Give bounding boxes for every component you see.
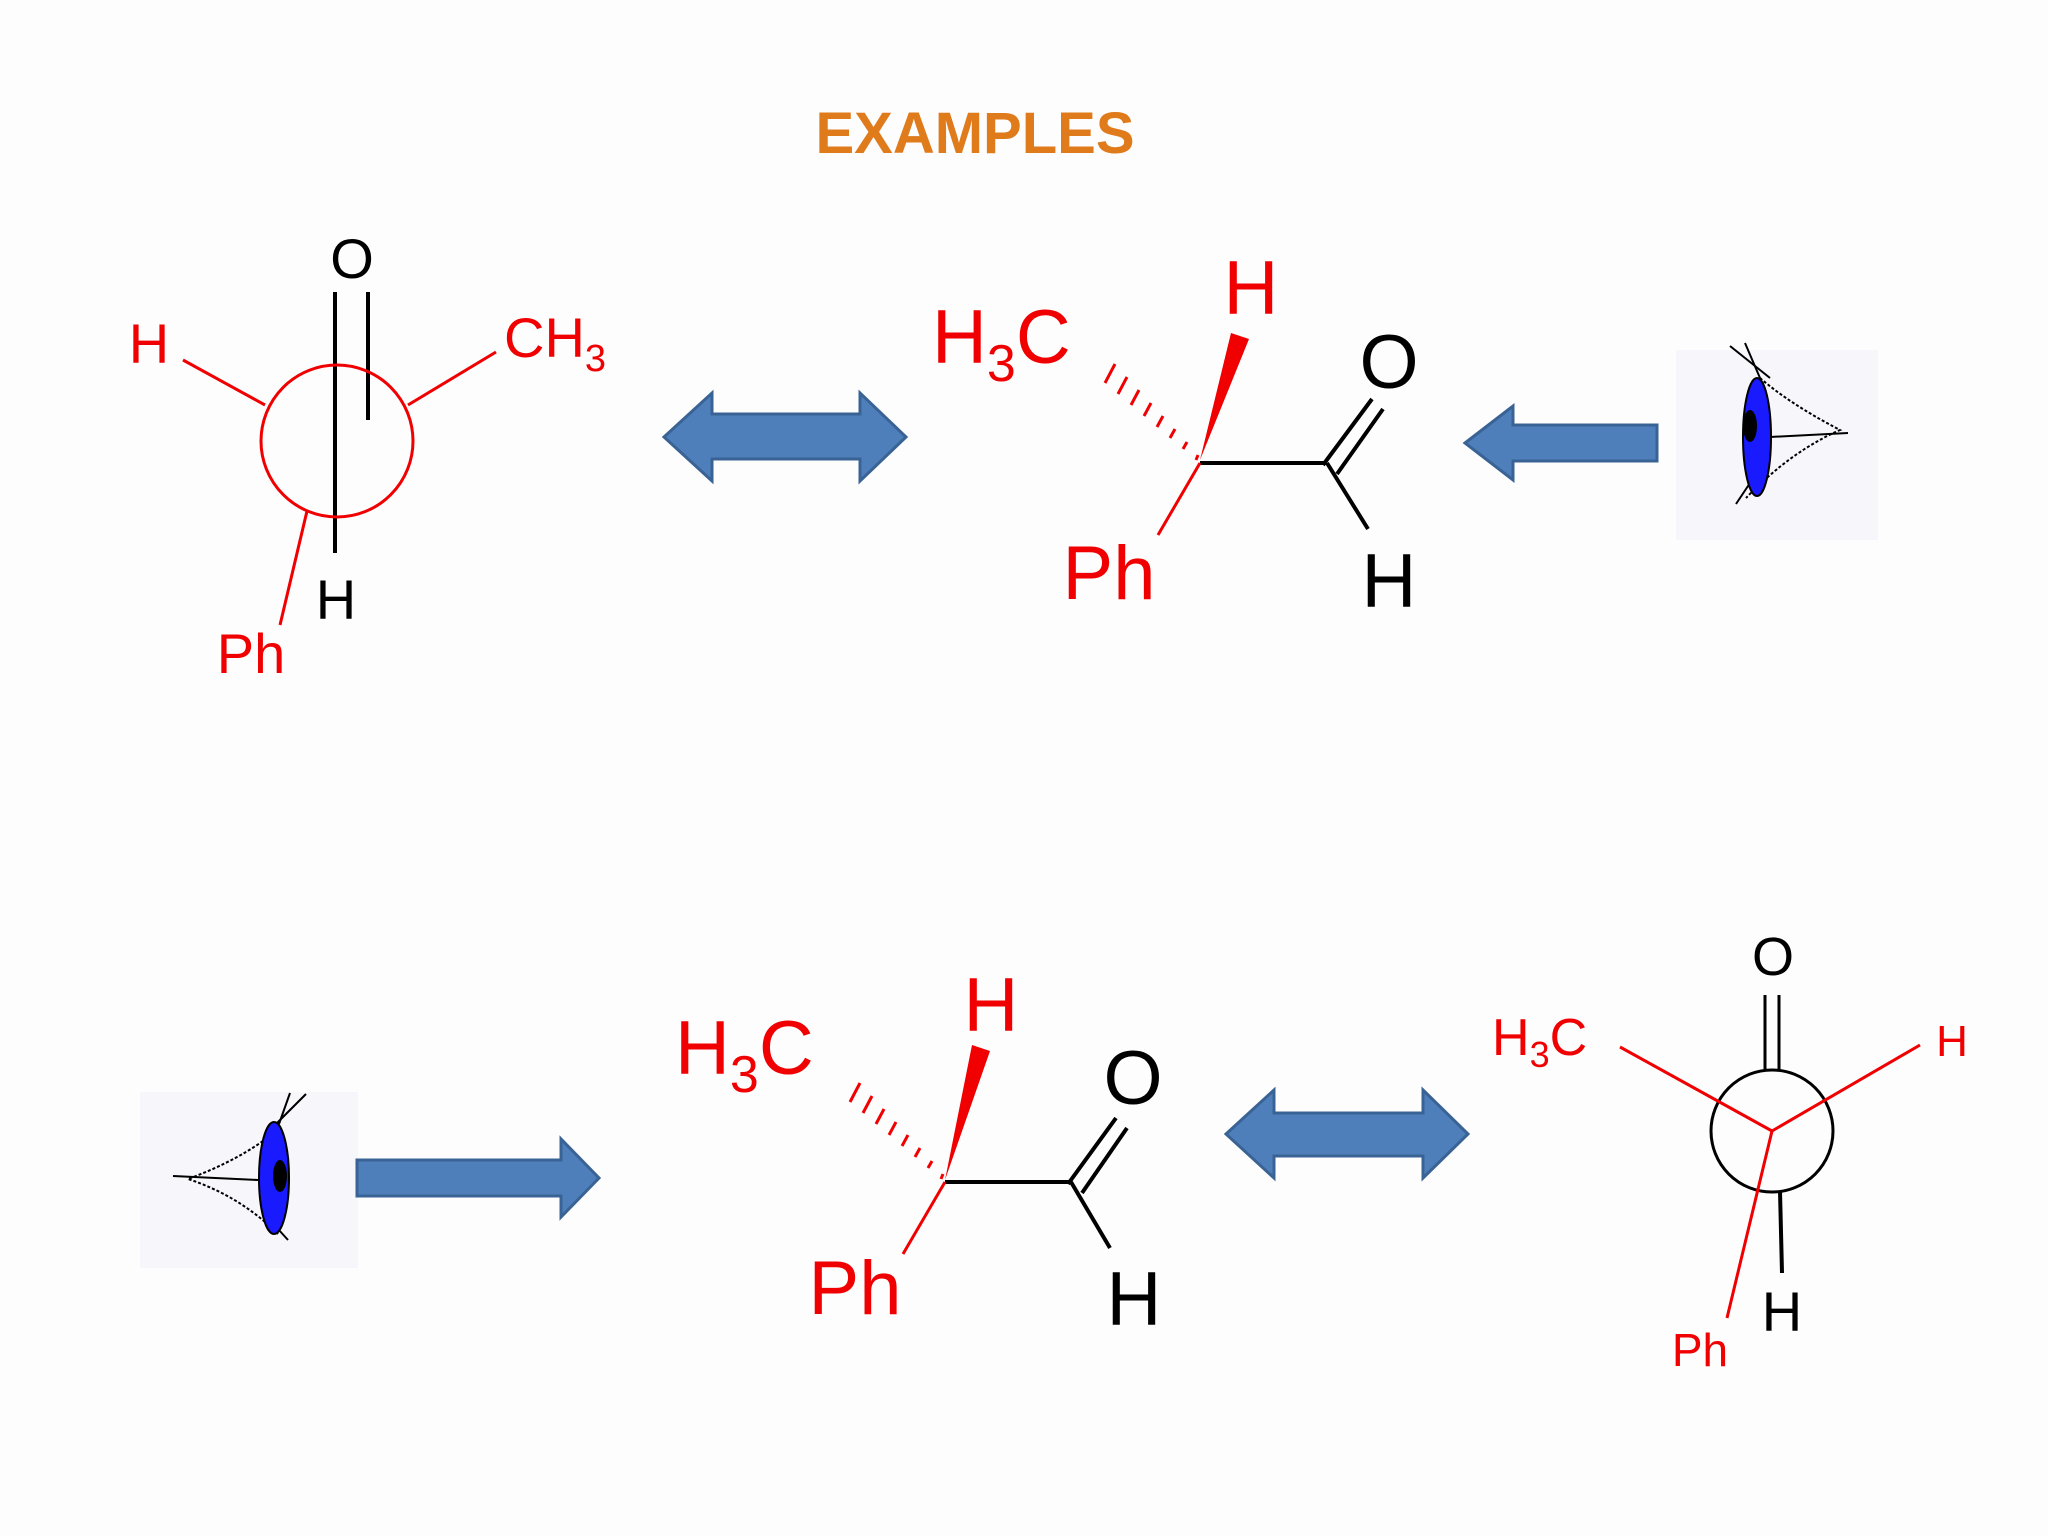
phenyl-bond	[1156, 462, 1202, 536]
double-arrow-icon	[661, 389, 909, 485]
aldehyde-h-bond-bottom	[1069, 1180, 1112, 1250]
front-bond-ph	[278, 510, 309, 626]
front-carbon-circle	[259, 363, 415, 519]
carbonyl-o-label: O	[1359, 320, 1418, 405]
methyl-label-end: C	[1016, 295, 1071, 380]
aldehyde-h-label-bottom: H	[1107, 1257, 1162, 1342]
methyl-label-bottom: H3C	[675, 1006, 814, 1104]
block-arrow-icon	[1462, 402, 1659, 484]
block-arrow-icon-bottom	[355, 1135, 602, 1221]
molecule-top: H3C H O H Ph	[932, 246, 1419, 624]
aldehyde-h-bond	[1325, 461, 1370, 531]
newman-top-ch3-main: CH	[504, 306, 585, 369]
front-bond-ph-bottom	[1725, 1130, 1774, 1319]
eye-icon-bottom	[140, 1092, 358, 1268]
newman-bottom-back-h: H	[1762, 1280, 1802, 1343]
double-arrow-icon-bottom	[1223, 1086, 1471, 1182]
front-bond-h	[182, 358, 266, 407]
newman-top-front-h: H	[129, 312, 169, 375]
carbonyl-bond-1-bottom	[1066, 1116, 1118, 1186]
carbonyl-bond-2	[1335, 407, 1385, 476]
carbonyl-o-label-bottom: O	[1103, 1036, 1162, 1121]
phenyl-label-bottom: Ph	[809, 1246, 902, 1331]
wedge-bond-bottom	[945, 1045, 990, 1180]
newman-top-back-h: H	[316, 568, 356, 631]
methyl-label: H3C	[932, 295, 1071, 393]
methyl-label-sub: 3	[987, 335, 1016, 393]
newman-bottom-back-o: O	[1752, 927, 1794, 987]
aldehyde-h-label: H	[1362, 539, 1417, 624]
newman-bottom-ch3-sub: 3	[1530, 1034, 1550, 1075]
hashed-bond	[1103, 363, 1200, 461]
front-bond-ch3-bottom	[1619, 1045, 1773, 1133]
methyl-label-main: H	[932, 295, 987, 380]
carbonyl-bond-2-bottom	[1080, 1126, 1129, 1195]
hashed-bond-bottom	[848, 1082, 945, 1180]
front-carbon-circle-bottom	[1709, 1068, 1835, 1194]
newman-projection-top: O H CH3 H Ph	[129, 227, 606, 685]
phenyl-bond-bottom	[901, 1181, 947, 1255]
carbonyl-bond-1	[1321, 397, 1374, 467]
wedge-h-label: H	[1224, 246, 1279, 331]
newman-top-ph: Ph	[217, 622, 286, 685]
wedge-h-label-bottom: H	[964, 963, 1019, 1048]
newman-top-ch3-sub: 3	[585, 338, 606, 380]
phenyl-label: Ph	[1063, 531, 1156, 616]
newman-bottom-ch3-main: H	[1492, 1009, 1530, 1067]
back-h-bond-bottom	[1778, 1190, 1784, 1274]
wedge-bond	[1200, 333, 1249, 460]
methyl-label-bottom-main: H	[675, 1006, 730, 1091]
methyl-label-bottom-sub: 3	[730, 1046, 759, 1104]
newman-bottom-ch3-end: C	[1550, 1009, 1588, 1067]
front-bond-ch3	[407, 350, 497, 407]
molecule-bottom: H3C H O H Ph	[675, 963, 1163, 1342]
newman-projection-bottom: O H3C H H Ph	[1492, 927, 1968, 1376]
methyl-label-bottom-end: C	[759, 1006, 814, 1091]
newman-bottom-ch3: H3C	[1492, 1009, 1587, 1075]
eye-icon	[1676, 342, 1878, 540]
page-title: EXAMPLES	[815, 101, 1135, 166]
front-bond-h-bottom	[1771, 1043, 1921, 1133]
newman-bottom-ph: Ph	[1672, 1324, 1728, 1376]
newman-top-ch3: CH3	[504, 306, 606, 380]
newman-bottom-front-h: H	[1936, 1017, 1968, 1066]
newman-top-back-o: O	[330, 227, 374, 290]
